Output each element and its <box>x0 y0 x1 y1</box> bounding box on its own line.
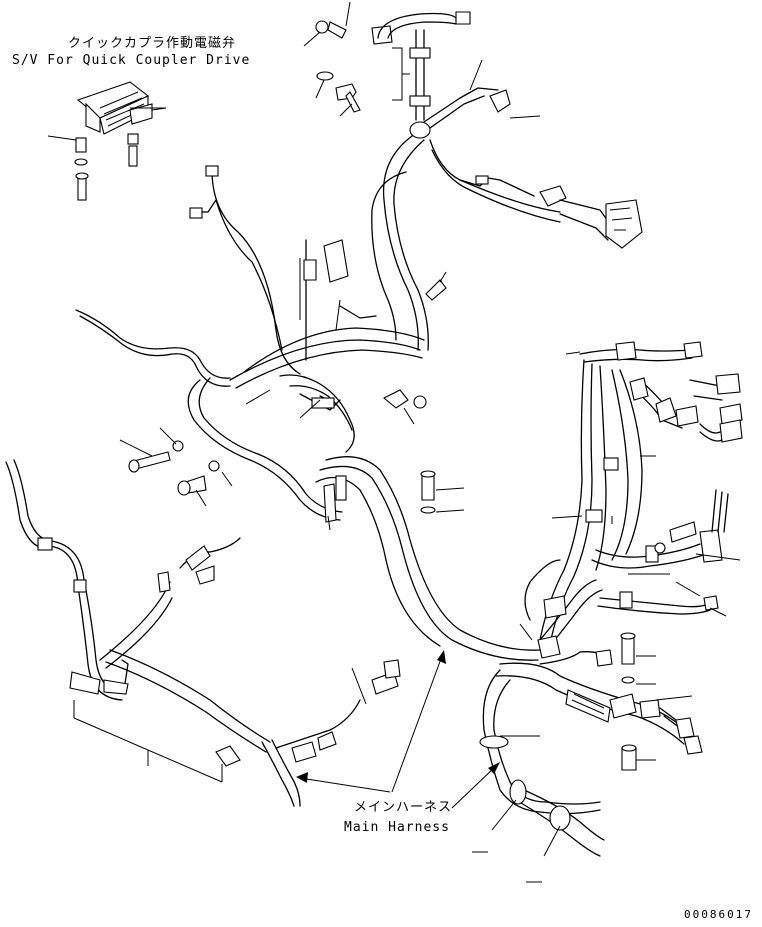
mid-left-fasteners <box>119 427 465 514</box>
main-harness-arrows <box>296 650 542 883</box>
solenoid-valve-assembly <box>47 81 167 201</box>
left-lower-harness <box>5 459 401 807</box>
main-harness-label-jp: メインハーネス <box>354 800 452 815</box>
top-fasteners <box>303 1 541 119</box>
right-harness <box>524 341 743 659</box>
middle-harness-loop <box>75 165 541 661</box>
quick-coupler-label-jp: クイックカプラ作動電磁弁 <box>68 36 236 51</box>
quick-coupler-label-en: S/V For Quick Coupler Drive <box>12 53 250 68</box>
figure-number: 00086017 <box>684 908 753 921</box>
main-harness-label-en: Main Harness <box>344 820 450 835</box>
leader-lines <box>130 107 741 857</box>
upper-harness-trunk <box>371 12 643 351</box>
lower-right-harness <box>479 632 703 857</box>
